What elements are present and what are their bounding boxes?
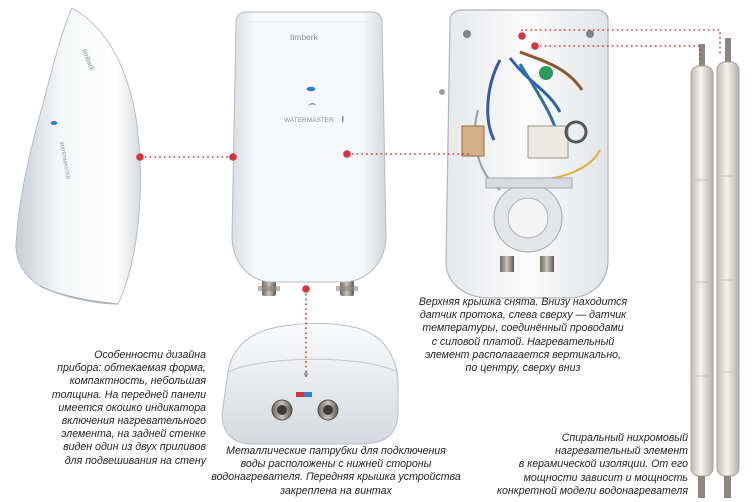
- caption-heating-element: Спиральный нихромовый нагревательный эле…: [497, 432, 688, 497]
- indicator-window-icon: [50, 121, 58, 125]
- model-logo: WATERMASTER: [284, 117, 334, 124]
- side-view-device: timberk WATERMASTER: [15, 7, 141, 305]
- heating-element: [690, 38, 740, 498]
- brand-logo: timberk: [290, 32, 319, 42]
- caption-cover: Верхняя крышка снята. Внизу находится да…: [418, 296, 628, 375]
- caption-pipes: Металлические патрубки для подключения в…: [211, 445, 461, 497]
- bottom-closeup-device: [221, 322, 399, 445]
- caption-design: Особенности дизайна прибора: обтекаемая …: [51, 349, 206, 467]
- opened-device: [439, 9, 609, 299]
- indicator-light-icon: [306, 86, 316, 92]
- callout-leaders: [136, 29, 721, 380]
- front-view-device: timberk WATERMASTER: [231, 11, 387, 296]
